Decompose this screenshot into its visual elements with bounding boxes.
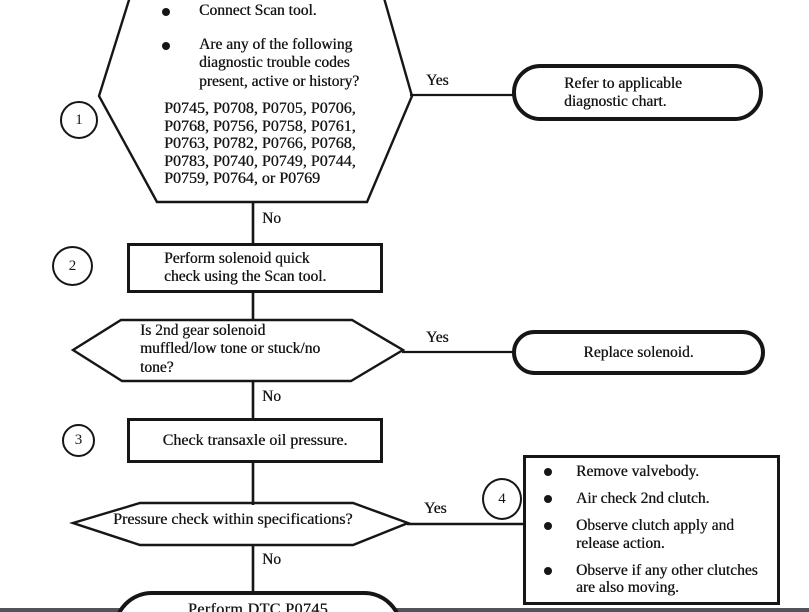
bullet-icon bbox=[544, 468, 552, 476]
decision3-yes-label: Yes bbox=[424, 500, 447, 517]
decision2-question-line: muffled/low tone or stuck/no bbox=[140, 340, 321, 358]
decision1-question-lines: Are any of the following diagnostic trou… bbox=[199, 36, 359, 91]
decision1-bullet-connect: Connect Scan tool. bbox=[160, 2, 317, 20]
bullet-icon bbox=[544, 495, 552, 503]
action4-bullet-list: Remove valvebody. Air check 2nd clutch. … bbox=[526, 458, 777, 597]
bullet-icon bbox=[544, 566, 552, 575]
decision1-question-line: diagnostic trouble codes bbox=[199, 54, 350, 72]
scan-edge-line bbox=[0, 608, 809, 612]
decision2-no-label: No bbox=[262, 388, 281, 405]
terminal-refer-line: diagnostic chart. bbox=[564, 92, 667, 110]
decision2-yes-label: Yes bbox=[426, 329, 449, 346]
bullet-icon bbox=[162, 8, 170, 16]
decision2-question-line: tone? bbox=[140, 358, 174, 376]
decision1-question-line: present, active or history? bbox=[199, 72, 360, 90]
terminal-refer-line: Refer to applicable bbox=[564, 74, 682, 92]
step2-badge-number: 2 bbox=[68, 257, 77, 274]
terminal-bottom-oval: Perform DTC P0745 bbox=[113, 591, 403, 612]
terminal-refer-oval: Refer to applicable diagnostic chart. bbox=[512, 64, 763, 121]
step4-badge: 4 bbox=[482, 478, 522, 520]
step3-badge: 3 bbox=[62, 424, 95, 457]
process3-text: Check transaxle oil pressure. bbox=[162, 431, 348, 449]
decision2-question: Is 2nd gear solenoid muffled/low tone or… bbox=[140, 322, 320, 377]
step4-badge-number: 4 bbox=[498, 490, 506, 507]
action4-bullet-text: Observe clutch apply and release action. bbox=[576, 517, 734, 552]
bullet-icon bbox=[162, 42, 170, 50]
process2-line: Perform solenoid quick bbox=[164, 250, 310, 268]
process2-text: Perform solenoid quick check using the S… bbox=[130, 246, 380, 290]
action4-bullet-text: Remove valvebody. bbox=[576, 463, 699, 480]
step2-badge: 2 bbox=[52, 246, 93, 286]
trouble-code-line: P0763, P0782, P0766, P0768, bbox=[164, 135, 356, 153]
trouble-code-line: P0768, P0756, P0758, P0761, bbox=[164, 117, 356, 135]
action4-bullet-item: Remove valvebody. bbox=[542, 463, 769, 481]
action4-bullet-item: Observe clutch apply and release action. bbox=[542, 517, 769, 552]
terminal-refer-text: Refer to applicable diagnostic chart. bbox=[516, 68, 759, 117]
terminal-bottom-text: Perform DTC P0745 bbox=[187, 601, 329, 612]
decision1-bullet-question: Are any of the following diagnostic trou… bbox=[160, 36, 359, 91]
decision1-no-label: No bbox=[262, 210, 281, 227]
decision1-question-line: Are any of the following bbox=[199, 36, 353, 53]
action4-bullet-text: Observe if any other clutches are also m… bbox=[576, 561, 758, 597]
decision1-yes-label: Yes bbox=[426, 72, 449, 89]
decision2-question-line: Is 2nd gear solenoid bbox=[140, 322, 266, 339]
decision1-trouble-codes: P0745, P0708, P0705, P0706, P0768, P0756… bbox=[164, 100, 356, 188]
decision1-bullet1-text: Connect Scan tool. bbox=[199, 2, 317, 19]
terminal-replace-text: Replace solenoid. bbox=[583, 343, 694, 361]
action4-box: Remove valvebody. Air check 2nd clutch. … bbox=[523, 455, 780, 605]
process2-line: check using the Scan tool. bbox=[164, 268, 327, 285]
action4-bullet-item: Observe if any other clutches are also m… bbox=[542, 562, 769, 597]
decision1-hexagon bbox=[97, 0, 414, 204]
step1-badge: 1 bbox=[60, 101, 98, 139]
step1-badge-number: 1 bbox=[75, 111, 83, 128]
action4-bullet-text: Air check 2nd clutch. bbox=[576, 490, 710, 507]
action4-bullet-item: Air check 2nd clutch. bbox=[542, 490, 769, 508]
trouble-code-line: P0783, P0740, P0749, P0744, bbox=[164, 152, 356, 170]
process2-box: Perform solenoid quick check using the S… bbox=[127, 243, 383, 293]
process3-box: Check transaxle oil pressure. bbox=[127, 418, 383, 463]
trouble-code-line: P0745, P0708, P0705, P0706, bbox=[164, 100, 356, 117]
step3-badge-number: 3 bbox=[74, 432, 83, 448]
decision2-hexagon bbox=[70, 318, 406, 383]
decision3-question: Pressure check within specifications? bbox=[113, 511, 353, 528]
terminal-replace-oval: Replace solenoid. bbox=[512, 330, 765, 375]
bullet-icon bbox=[544, 522, 552, 530]
decision3-no-label: No bbox=[262, 551, 281, 568]
trouble-code-line: P0759, P0764, or P0769 bbox=[164, 170, 321, 188]
